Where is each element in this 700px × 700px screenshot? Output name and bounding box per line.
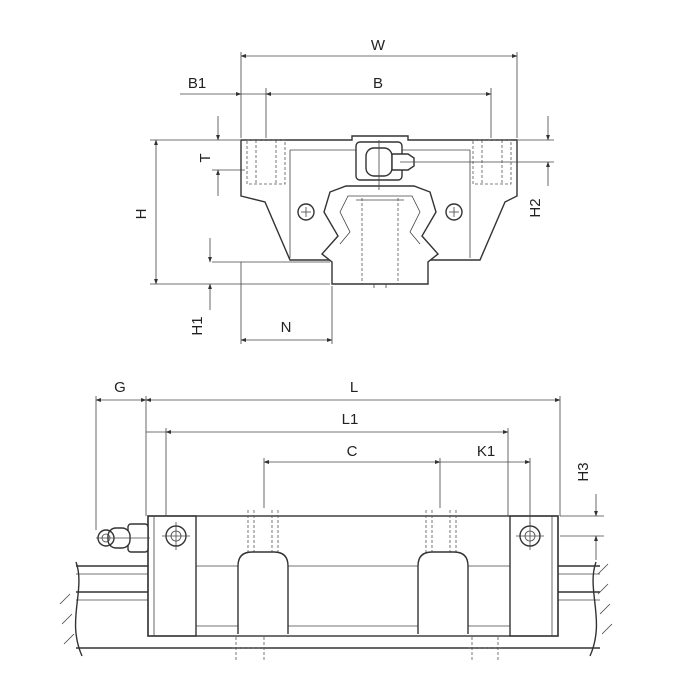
side-screw-right xyxy=(445,203,463,221)
end-cap-screw-left xyxy=(162,522,190,550)
dim-label-b: B xyxy=(373,75,383,92)
carriage-side xyxy=(147,510,559,637)
dim-label-w: W xyxy=(371,37,386,54)
dim-label-n: N xyxy=(281,319,292,336)
dim-label-h1: H1 xyxy=(189,316,206,335)
dim-label-h3: H3 xyxy=(575,462,592,481)
dim-label-k1: K1 xyxy=(477,443,495,460)
dim-label-b1: B1 xyxy=(188,75,206,92)
carriage-block-outline xyxy=(240,135,518,261)
dim-label-h2: H2 xyxy=(527,198,544,217)
tapped-hole-left xyxy=(247,510,279,556)
rail-profile xyxy=(320,185,440,285)
grease-nipple xyxy=(355,140,430,190)
dim-label-t: T xyxy=(197,153,214,162)
dim-label-g: G xyxy=(114,379,126,396)
end-cap-screw-right xyxy=(516,522,544,550)
dim-label-l1: L1 xyxy=(342,411,359,428)
side-screw-left xyxy=(297,203,315,221)
tapped-hole-right xyxy=(425,510,457,556)
cross-section-view: W B B1 H T H2 H1 N xyxy=(133,37,554,344)
carriage-body xyxy=(147,515,559,637)
side-view: G L L1 C K1 H3 xyxy=(59,379,613,660)
ball-slot-right xyxy=(417,551,469,634)
left-tapped-hole xyxy=(246,139,286,185)
grease-nipple-side xyxy=(96,523,150,553)
dim-label-h: H xyxy=(133,209,150,220)
dim-label-l: L xyxy=(350,379,358,396)
dim-label-c: C xyxy=(347,443,358,460)
ball-slot-left xyxy=(237,551,289,634)
